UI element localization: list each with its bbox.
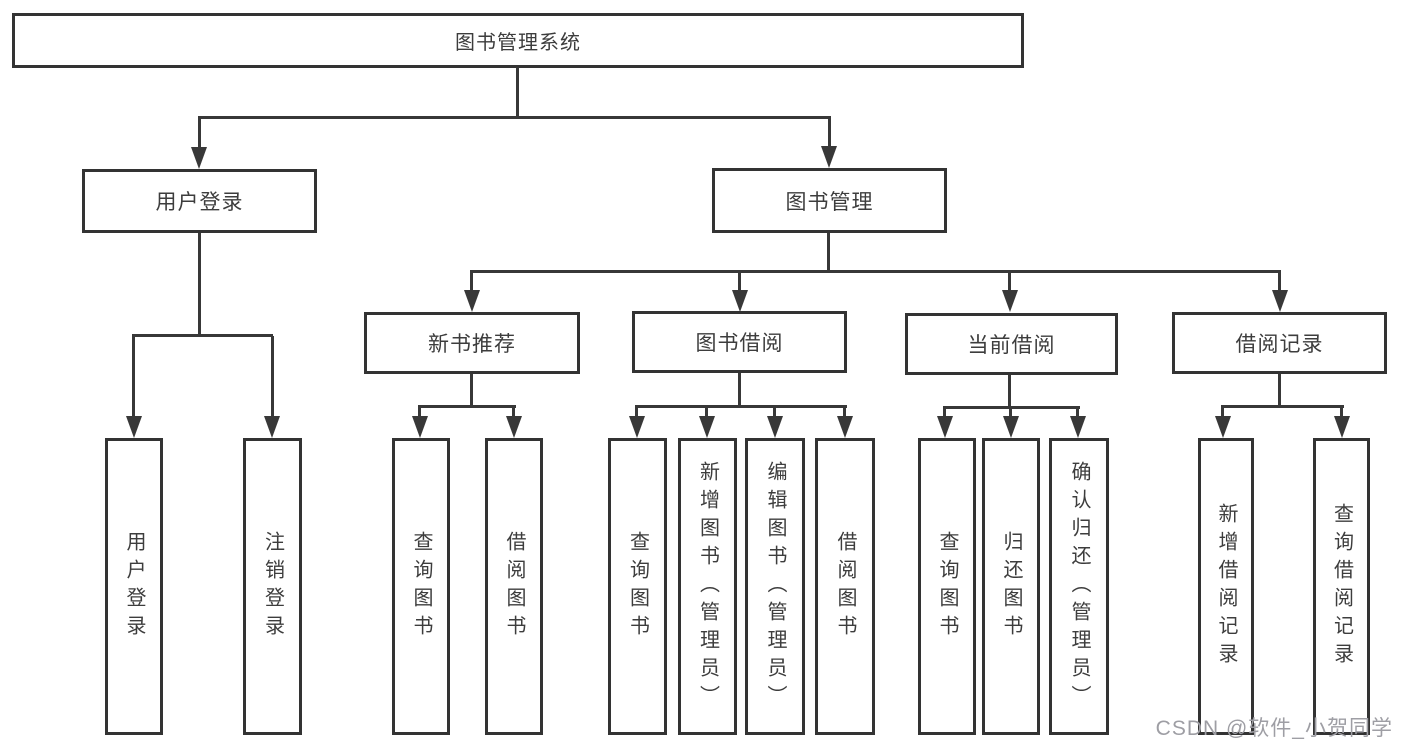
arrowhead-cb-confirm: [1070, 416, 1086, 438]
connector-new-book-stem: [470, 374, 473, 407]
arrowhead-book-borrow: [732, 290, 748, 312]
connector-drop-current-borrow: [1008, 271, 1011, 291]
connector-drop-ul-login: [132, 336, 135, 417]
node-box-bb-add: 新增图书（管理员）: [678, 438, 737, 735]
arrowhead-current-borrow: [1002, 290, 1018, 312]
node-box-cb-query: 查询图书: [918, 438, 976, 735]
node-label-user-login: 用户登录: [155, 191, 244, 214]
arrowhead-user-login: [191, 147, 207, 169]
arrowhead-bb-add: [699, 416, 715, 438]
connector-drop-new-book: [470, 271, 473, 291]
node-label-br-add: 新增借阅记录: [1215, 502, 1237, 671]
connector-drop-bb-query: [635, 407, 638, 417]
arrowhead-nb-borrow: [506, 416, 522, 438]
arrowhead-bb-edit: [767, 416, 783, 438]
node-label-book-borrow: 图书借阅: [695, 332, 784, 355]
connector-book-borrow-stem: [738, 373, 741, 407]
connector-current-borrow-stem: [1008, 375, 1011, 408]
node-box-nb-query: 查询图书: [392, 438, 450, 735]
arrowhead-bb-borrow: [837, 416, 853, 438]
connector-drop-ul-logout: [271, 336, 274, 417]
node-label-borrow-record: 借阅记录: [1235, 333, 1324, 356]
arrowhead-borrow-record: [1272, 290, 1288, 312]
node-box-bb-query: 查询图书: [608, 438, 667, 735]
node-label-book-mgmt: 图书管理: [785, 190, 874, 214]
node-box-current-borrow: 当前借阅: [905, 313, 1118, 375]
connector-drop-br-query: [1340, 407, 1343, 417]
node-box-book-borrow: 图书借阅: [632, 311, 847, 373]
connector-book-mgmt-bar: [470, 270, 1281, 273]
connector-drop-book-borrow: [738, 271, 741, 291]
node-box-nb-borrow: 借阅图书: [485, 438, 543, 735]
node-label-bb-query: 查询图书: [626, 530, 649, 643]
node-label-cb-confirm: 确认归还（管理员）: [1068, 460, 1090, 713]
connector-drop-bb-edit: [773, 407, 776, 417]
node-box-user-login: 用户登录: [82, 169, 317, 233]
arrowhead-book-mgmt: [821, 146, 837, 168]
node-box-root: 图书管理系统: [12, 13, 1024, 68]
node-label-bb-borrow: 借阅图书: [834, 530, 856, 643]
connector-user-login-bar: [132, 334, 273, 337]
arrowhead-cb-return: [1003, 416, 1019, 438]
arrowhead-ul-logout: [264, 416, 280, 438]
node-label-root: 图书管理系统: [455, 32, 581, 54]
connector-new-book-bar: [418, 405, 516, 408]
node-box-br-add: 新增借阅记录: [1198, 438, 1254, 735]
node-box-ul-login: 用户登录: [105, 438, 163, 735]
node-label-cb-return: 归还图书: [1000, 530, 1022, 643]
node-box-bb-edit: 编辑图书（管理员）: [745, 438, 805, 735]
connector-drop-bb-add: [705, 407, 708, 417]
connector-drop-cb-return: [1009, 408, 1012, 417]
node-label-cb-query: 查询图书: [936, 530, 958, 643]
node-label-nb-borrow: 借阅图书: [503, 530, 525, 643]
connector-current-borrow-bar: [943, 406, 1080, 409]
connector-drop-nb-query: [418, 407, 421, 417]
arrowhead-bb-query: [629, 416, 645, 438]
connector-drop-borrow-record: [1278, 271, 1281, 291]
connector-drop-cb-confirm: [1076, 408, 1079, 417]
connector-drop-user-login: [198, 117, 201, 148]
arrowhead-br-add: [1215, 416, 1231, 438]
node-label-nb-query: 查询图书: [410, 530, 432, 643]
connector-drop-cb-query: [943, 408, 946, 417]
connector-user-login-stem: [198, 233, 201, 336]
connector-drop-bb-borrow: [843, 407, 846, 417]
node-box-new-book: 新书推荐: [364, 312, 580, 374]
node-label-current-borrow: 当前借阅: [967, 334, 1056, 357]
node-box-ul-logout: 注销登录: [243, 438, 302, 735]
connector-drop-nb-borrow: [512, 407, 515, 417]
node-label-bb-add: 新增图书（管理员）: [696, 460, 719, 713]
connector-drop-br-add: [1221, 407, 1224, 417]
watermark-text: CSDN @软件_小贺同学: [1155, 717, 1393, 740]
connector-borrow-record-bar: [1221, 405, 1344, 408]
arrowhead-new-book: [464, 290, 480, 312]
node-label-br-query: 查询借阅记录: [1330, 502, 1353, 671]
arrowhead-nb-query: [412, 416, 428, 438]
connector-borrow-record-stem: [1278, 374, 1281, 407]
node-box-borrow-record: 借阅记录: [1172, 312, 1387, 374]
connector-book-borrow-bar: [635, 405, 847, 408]
node-label-ul-login: 用户登录: [123, 530, 145, 643]
node-box-cb-return: 归还图书: [982, 438, 1040, 735]
arrowhead-cb-query: [937, 416, 953, 438]
node-box-bb-borrow: 借阅图书: [815, 438, 875, 735]
node-label-ul-logout: 注销登录: [261, 530, 284, 643]
connector-root-stem: [516, 67, 519, 118]
connector-drop-book-mgmt: [828, 117, 831, 147]
node-label-bb-edit: 编辑图书（管理员）: [764, 460, 786, 713]
node-box-cb-confirm: 确认归还（管理员）: [1049, 438, 1109, 735]
connector-book-mgmt-stem: [827, 233, 830, 272]
connector-root-bar: [198, 116, 831, 119]
node-box-br-query: 查询借阅记录: [1313, 438, 1370, 735]
node-box-book-mgmt: 图书管理: [712, 168, 947, 233]
arrowhead-ul-login: [126, 416, 142, 438]
arrowhead-br-query: [1334, 416, 1350, 438]
node-label-new-book: 新书推荐: [428, 333, 516, 356]
